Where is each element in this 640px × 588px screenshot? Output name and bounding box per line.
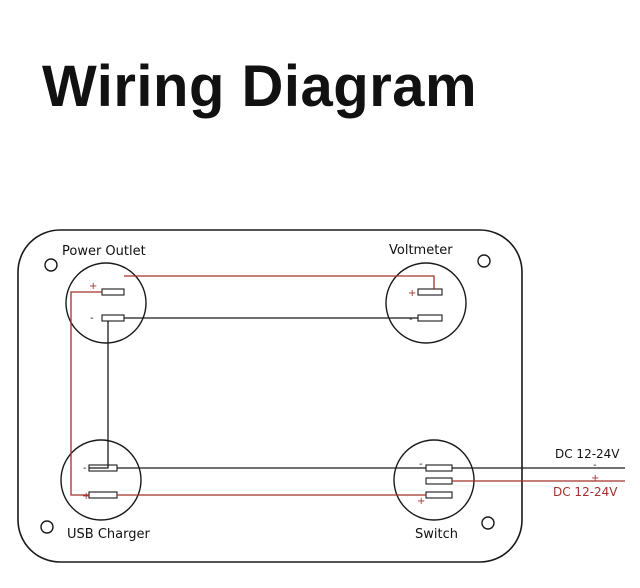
dc-supply-positive-label: DC 12-24V	[553, 485, 618, 499]
power-outlet-negative-mark: -	[90, 313, 94, 324]
switch-label: Switch	[415, 527, 458, 542]
negative-wire-outlet-to-usb	[89, 321, 109, 469]
usb-charger-positive-terminal	[88, 491, 118, 499]
power-outlet-negative-terminal	[101, 314, 125, 322]
page-title: Wiring Diagram	[42, 54, 478, 119]
voltmeter-positive-mark: +	[408, 288, 416, 299]
usb-charger-label: USB Charger	[67, 527, 150, 542]
power-outlet-socket	[65, 262, 147, 344]
positive-wire-outlet-to-voltmeter	[124, 275, 435, 289]
usb-charger-socket	[60, 439, 142, 521]
power-outlet-positive-terminal	[101, 288, 125, 296]
voltmeter-socket	[385, 262, 467, 344]
mounting-hole-top-right	[477, 254, 491, 268]
dc-supply-negative-label: DC 12-24V	[555, 447, 620, 461]
switch-negative-mark: -	[419, 459, 423, 470]
switch-negative-terminal	[425, 464, 453, 472]
positive-wire-outlet-to-usb	[70, 291, 102, 496]
switch-socket	[393, 439, 475, 521]
usb-charger-positive-mark: +	[82, 491, 90, 502]
power-outlet-positive-mark: +	[89, 281, 97, 292]
mounting-hole-bottom-left	[40, 520, 54, 534]
voltmeter-negative-mark: -	[409, 314, 413, 325]
dc-supply-positive-sign: +	[591, 473, 599, 484]
mounting-hole-top-left	[44, 258, 58, 272]
usb-charger-negative-mark: -	[83, 463, 87, 474]
power-outlet-label: Power Outlet	[62, 244, 146, 259]
mounting-hole-bottom-right	[481, 516, 495, 530]
voltmeter-negative-terminal	[417, 314, 443, 322]
switch-positive-mark: +	[417, 496, 425, 507]
switch-input-terminal	[425, 477, 453, 485]
voltmeter-label: Voltmeter	[389, 243, 453, 258]
switch-positive-terminal	[425, 491, 453, 499]
dc-supply-negative-sign: -	[593, 460, 597, 471]
panel-outline	[17, 229, 523, 563]
voltmeter-positive-terminal	[417, 288, 443, 296]
